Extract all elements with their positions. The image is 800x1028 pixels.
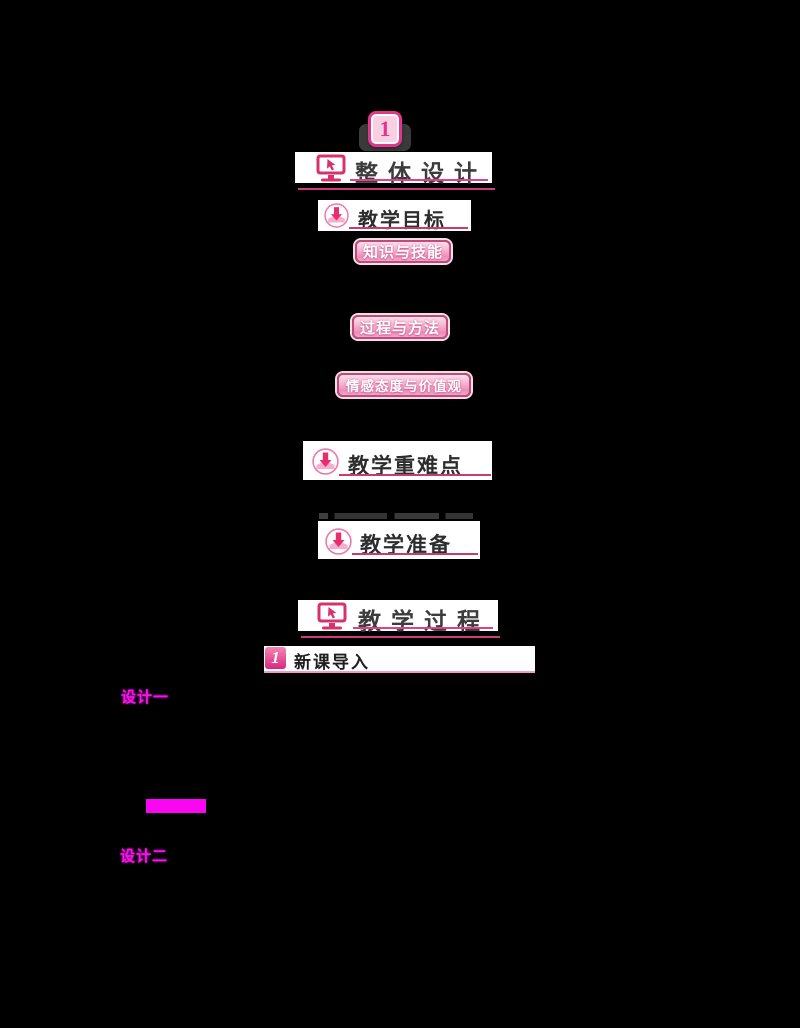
section-header-overall-design: 整体设计 <box>295 152 492 186</box>
intro-title: 新课导入 <box>294 653 370 672</box>
subsection-title: 教学重难点 <box>348 455 463 478</box>
title-underline <box>353 627 493 629</box>
section-title: 教学过程 <box>358 609 490 634</box>
monitor-cursor-icon <box>317 602 347 635</box>
download-arrow-icon <box>312 448 339 480</box>
magenta-highlight-block <box>146 799 206 813</box>
tag-knowledge-skills: 知识与技能 <box>355 240 451 263</box>
subheader-preparation: 教学准备 <box>318 521 480 559</box>
title-underline <box>339 474 491 476</box>
tag-emotion-values: 情感态度与价值观 <box>337 373 471 397</box>
print-artifact <box>319 513 473 519</box>
download-arrow-icon <box>324 203 349 233</box>
subsection-title: 教学目标 <box>358 210 446 232</box>
tag-process-methods: 过程与方法 <box>352 315 448 339</box>
title-underline <box>349 227 468 229</box>
subheader-teaching-objectives: 教学目标 <box>318 200 471 233</box>
lesson-intro-bar: 1 新课导入 <box>264 646 535 673</box>
chapter-number: 1 <box>368 111 402 147</box>
chapter-badge: 1 <box>359 111 411 151</box>
intro-number-badge: 1 <box>265 647 286 669</box>
section-underline <box>301 636 500 638</box>
monitor-cursor-icon <box>316 154 346 187</box>
download-arrow-icon <box>325 528 352 560</box>
section-underline <box>298 188 495 190</box>
title-underline <box>350 179 488 181</box>
section-header-teaching-process: 教学过程 <box>298 600 498 634</box>
subsection-title: 教学准备 <box>360 534 452 557</box>
margin-note-design-2: 设计二 <box>120 848 169 865</box>
margin-note-design-1: 设计一 <box>121 689 170 706</box>
title-underline <box>352 553 478 555</box>
section-title: 整体设计 <box>355 161 487 186</box>
subheader-key-difficult-points: 教学重难点 <box>303 441 492 480</box>
